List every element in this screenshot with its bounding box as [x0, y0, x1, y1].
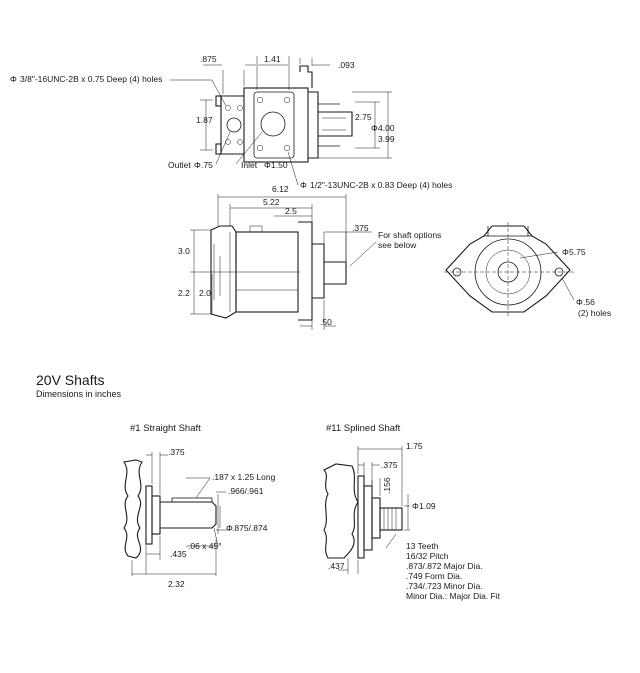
diameter-symbol: Φ	[562, 247, 569, 257]
diameter-symbol: Φ	[226, 523, 233, 533]
dim-437: .437	[328, 561, 345, 571]
dim-575: 5.75	[569, 247, 586, 257]
dim-966: .966/.961	[228, 486, 264, 496]
diameter-symbol: Φ	[264, 160, 271, 170]
inlet-dia: 1.50	[271, 160, 288, 170]
straight-shaft-drawing: #1 Straight Shaft .375 .187 x 1.25 Long …	[123, 423, 276, 589]
diameter-symbol: Φ	[300, 180, 307, 190]
spec-5: .734/.723 Minor Dia.	[406, 581, 483, 591]
dim-22: 2.2	[178, 288, 190, 298]
spec-1: 13 Teeth	[406, 541, 439, 551]
dim-20: 2.0	[199, 288, 211, 298]
spec-6: Minor Dia.: Major Dia. Fit	[406, 591, 501, 601]
chamfer: .06 x 45°	[188, 541, 222, 551]
key-note: .187 x 1.25 Long	[212, 472, 276, 482]
dim-875: .875	[200, 54, 217, 64]
dim-141: 1.41	[264, 54, 281, 64]
top-view: .875 1.41 .093 1.87 2.75 Φ 4.00 3.99 Φ 3…	[10, 54, 452, 190]
note-holes-12: 1/2"-13UNC-2B x 0.83 Deep (4) holes	[310, 180, 452, 190]
diameter-symbol: Φ	[194, 160, 201, 170]
spec-3: .873/.872 Major Dia.	[406, 561, 483, 571]
dim-435: .435	[170, 549, 187, 559]
dim-612: 6.12	[272, 184, 289, 194]
holes-note: (2) holes	[578, 308, 611, 318]
dim-187: 1.87	[196, 115, 213, 125]
dim-175: 1.75	[406, 441, 423, 451]
outlet-label: Outlet	[168, 160, 191, 170]
dim-375: .375	[168, 447, 185, 457]
dim-109: 1.09	[419, 501, 436, 511]
dim-56: .56	[583, 297, 595, 307]
dim-375: .375	[381, 460, 398, 470]
dim-399: 3.99	[378, 134, 395, 144]
dim-232: 2.32	[168, 579, 185, 589]
inlet-label: Inlet	[241, 160, 258, 170]
section-subtitle: Dimensions in inches	[36, 389, 122, 399]
dim-50: .50	[320, 317, 332, 327]
spec-2: 16/32 Pitch	[406, 551, 449, 561]
dim-400: 4.00	[378, 123, 395, 133]
outlet-dia: .75	[201, 160, 213, 170]
dim-156: .156	[382, 477, 392, 494]
diameter-symbol: Φ	[412, 501, 419, 511]
dim-093: .093	[338, 60, 355, 70]
dim-30: 3.0	[178, 246, 190, 256]
splined-shaft-drawing: #11 Splined Shaft 1.75 .375 .156 Φ 1.09 …	[323, 423, 501, 601]
shaft-note-1: For shaft options	[378, 230, 441, 240]
dim-375: .375	[352, 223, 369, 233]
side-view: 6.12 5.22 2.5 .375 3.0 2.2 2.0 .50 For s…	[178, 184, 441, 330]
end-view: Φ 5.75 Φ .56 (2) holes	[444, 222, 611, 318]
dim-275: 2.75	[355, 112, 372, 122]
dim-522: 5.22	[263, 197, 280, 207]
splined-shaft-title: #11 Splined Shaft	[326, 423, 401, 434]
spec-4: .749 Form Dia.	[406, 571, 462, 581]
note-holes-38: 3/8"-16UNC-2B x 0.75 Deep (4) holes	[20, 74, 162, 84]
dim-875: .875/.874	[232, 523, 268, 533]
straight-shaft-title: #1 Straight Shaft	[130, 423, 201, 434]
diameter-symbol: Φ	[371, 123, 378, 133]
diameter-symbol: Φ	[576, 297, 583, 307]
diameter-symbol: Φ	[10, 74, 17, 84]
dim-25: 2.5	[285, 206, 297, 216]
section-title: 20V Shafts	[36, 372, 105, 388]
shaft-note-2: see below	[378, 240, 417, 250]
